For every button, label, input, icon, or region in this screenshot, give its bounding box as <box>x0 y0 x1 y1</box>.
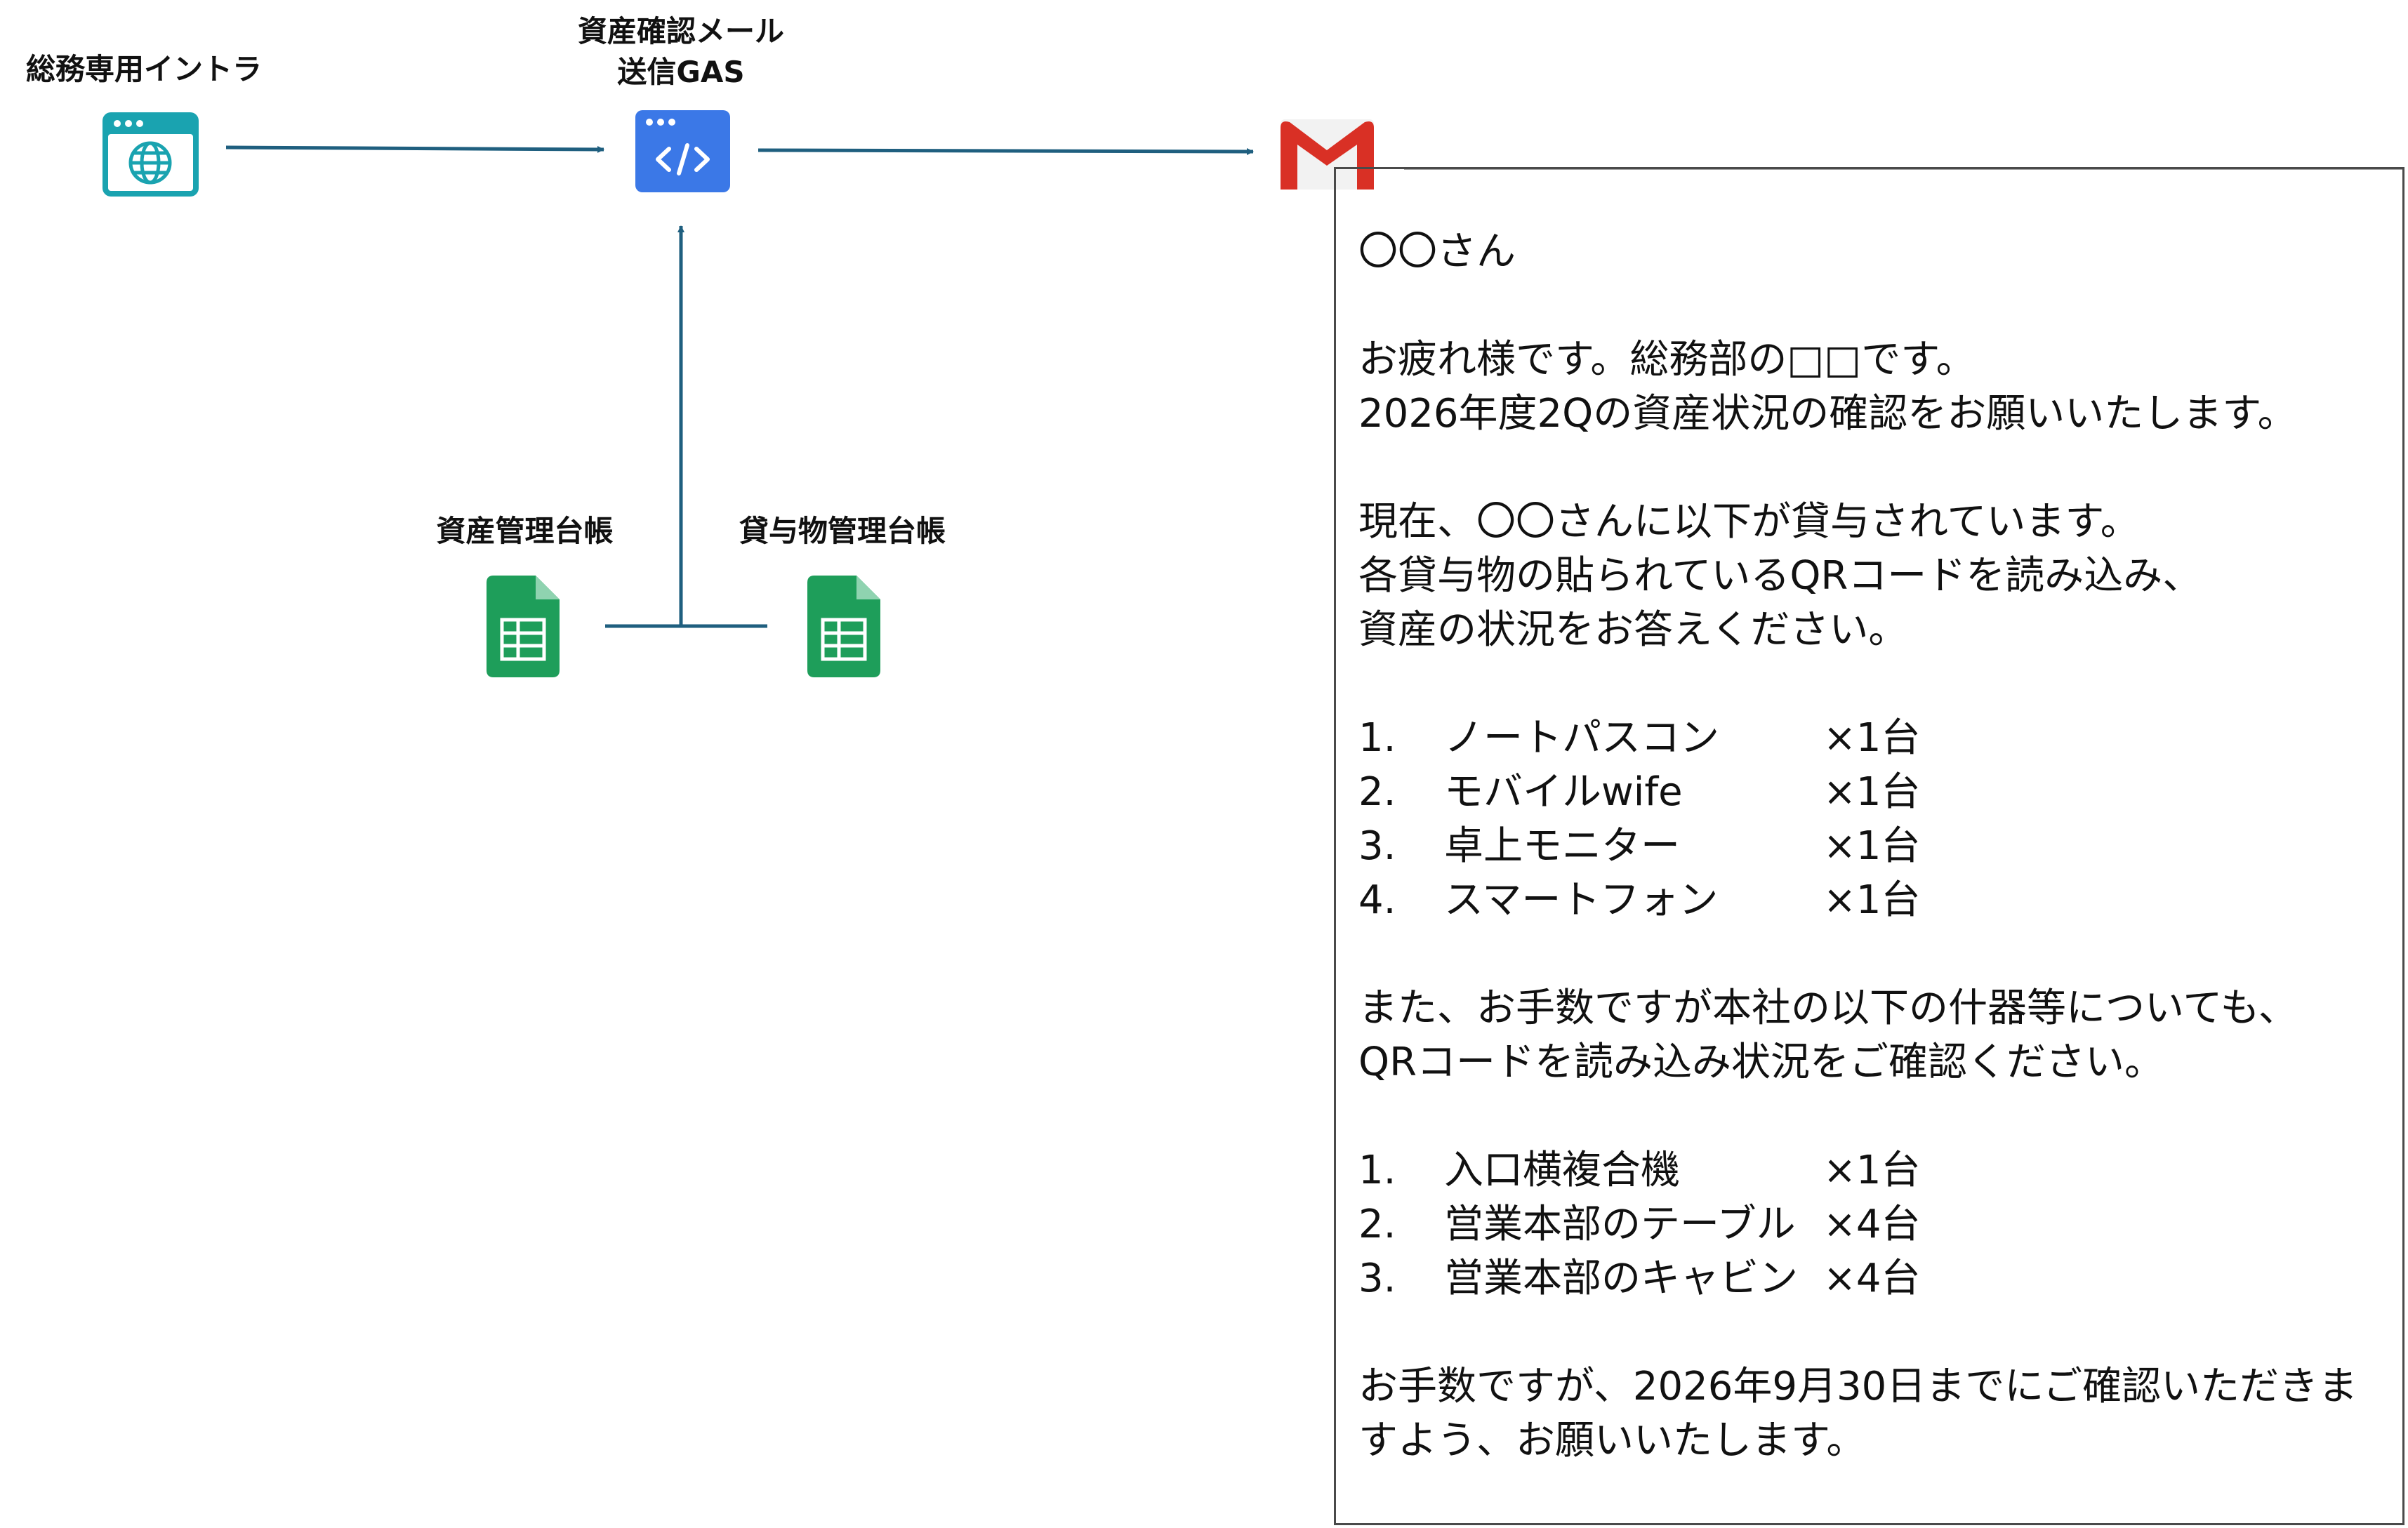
gmail-icon <box>1281 119 1374 190</box>
item-name: 営業本部のキャビン <box>1444 1256 1798 1301</box>
list-item: 2. 営業本部のテーブル ×4台 <box>1358 1197 2397 1251</box>
list-item: 3. 卓上モニター ×1台 <box>1358 819 2397 873</box>
browser-globe-icon <box>102 112 199 197</box>
list-item: 4. スマートフォン ×1台 <box>1358 873 2397 927</box>
mail-greeting: 〇〇さん <box>1358 229 1516 274</box>
item-quantity: ×1台 <box>1823 877 1921 923</box>
loan-item-list: 1. ノートパスコン ×1台 2. モバイルwife ×1台 3. 卓上モニター… <box>1358 711 2397 927</box>
list-item: 2. モバイルwife ×1台 <box>1358 765 2397 819</box>
mail-para2-1: また、お手数ですが本社の以下の什器等についても、 <box>1358 985 2298 1031</box>
mail-intro-2: 2026年度2Qの資産状況の確認をお願いいたします。 <box>1358 391 2297 437</box>
gas-label-line2: 送信GAS <box>617 55 745 89</box>
mail-para1-1: 現在、〇〇さんに以下が貸与されています。 <box>1358 499 2140 545</box>
arrow-gas-to-gmail <box>758 147 1254 155</box>
item-number: 1. <box>1358 1148 1396 1193</box>
arrow-intranet-to-gas <box>225 145 604 153</box>
list-item: 1. 入口横複合機 ×1台 <box>1358 1143 2397 1197</box>
mail-para1-2: 各貸与物の貼られているQRコードを読み込み、 <box>1358 553 2202 599</box>
item-number: 3. <box>1358 823 1396 869</box>
item-number: 2. <box>1358 1202 1396 1247</box>
mail-para1-3: 資産の状況をお答えください。 <box>1358 607 1908 653</box>
item-name: 入口横複合機 <box>1444 1148 1680 1193</box>
mail-closing-2: すよう、お願いいたします。 <box>1358 1418 1866 1463</box>
mail-body: 〇〇さん お疲れ様です。総務部の□□です。 2026年度2Qの資産状況の確認をお… <box>1358 225 2397 1468</box>
item-name: ノートパスコン <box>1444 715 1719 761</box>
list-item: 1. ノートパスコン ×1台 <box>1358 711 2397 765</box>
mail-closing-1: お手数ですが、2026年9月30日までにご確認いただきま <box>1358 1364 2358 1409</box>
item-number: 1. <box>1358 715 1396 761</box>
item-number: 2. <box>1358 769 1396 815</box>
item-name: 卓上モニター <box>1444 823 1680 869</box>
loan-ledger-label: 貸与物管理台帳 <box>739 514 946 548</box>
item-quantity: ×1台 <box>1823 715 1921 761</box>
spreadsheet-icon <box>807 576 880 677</box>
spreadsheet-icon <box>487 576 560 677</box>
item-quantity: ×1台 <box>1823 1148 1921 1193</box>
item-number: 3. <box>1358 1256 1396 1301</box>
mail-intro-1: お疲れ様です。総務部の□□です。 <box>1358 337 1976 383</box>
office-item-list: 1. 入口横複合機 ×1台 2. 営業本部のテーブル ×4台 3. 営業本部のキ… <box>1358 1143 2397 1306</box>
gas-label-line1: 資産確認メール <box>577 14 784 48</box>
list-item: 3. 営業本部のキャビン ×4台 <box>1358 1251 2397 1306</box>
item-name: スマートフォン <box>1444 877 1719 923</box>
intranet-label: 総務専用イントラ <box>25 52 262 86</box>
item-number: 4. <box>1358 877 1396 923</box>
item-quantity: ×4台 <box>1823 1256 1921 1301</box>
code-window-icon <box>635 110 730 192</box>
asset-ledger-label: 資産管理台帳 <box>436 514 614 548</box>
mail-panel <box>1334 167 2404 1525</box>
mail-para2-2: QRコードを読み込み状況をご確認ください。 <box>1358 1039 2164 1085</box>
item-quantity: ×1台 <box>1823 769 1921 815</box>
item-name: モバイルwife <box>1444 769 1683 815</box>
item-quantity: ×1台 <box>1823 823 1921 869</box>
item-quantity: ×4台 <box>1823 1202 1921 1247</box>
item-name: 営業本部のテーブル <box>1444 1202 1796 1247</box>
